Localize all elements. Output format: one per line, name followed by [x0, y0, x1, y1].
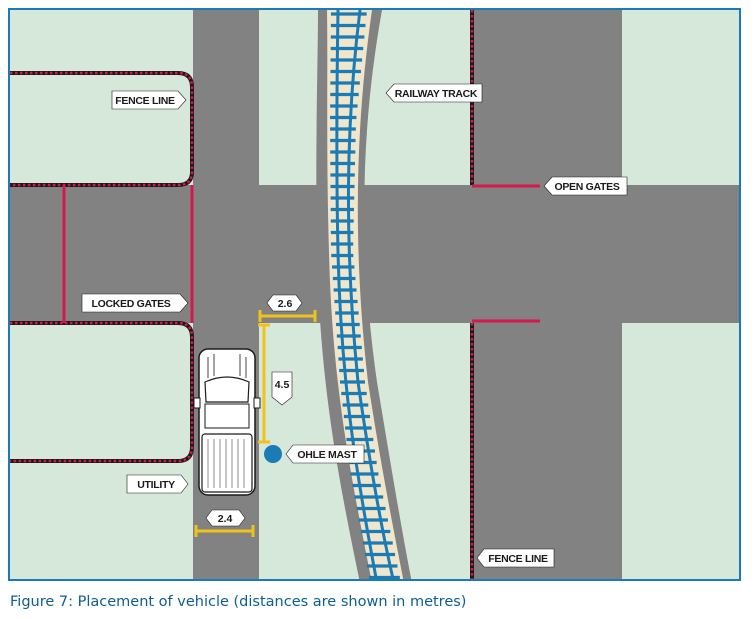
dimension-value: 2.6 [278, 298, 293, 310]
dimension-tag-2-4: 2.4 [205, 509, 246, 527]
label-text: LOCKED GATES [91, 298, 170, 310]
label-railway-track: RAILWAY TRACK [385, 83, 483, 103]
dimension-value: 4.5 [275, 379, 290, 391]
figure-caption: Figure 7: Placement of vehicle (distance… [10, 594, 467, 610]
rail-left [335, 10, 378, 579]
fence-bottom-left [10, 321, 194, 463]
dimension-tag-4-5: 4.5 [271, 371, 293, 406]
utility-vehicle [193, 348, 261, 496]
label-locked-gates: LOCKED GATES [81, 293, 189, 313]
dimension-tag-2-6: 2.6 [266, 294, 303, 312]
dimension-4-5 [258, 323, 270, 444]
dimension-2-4 [194, 525, 255, 537]
dimension-2-6 [258, 310, 317, 322]
shoulder-strip [259, 10, 316, 185]
label-text: RAILWAY TRACK [395, 88, 478, 100]
fence-top-left [10, 71, 194, 187]
label-fence-line-right: FENCE LINE [476, 548, 555, 568]
label-text: OPEN GATES [554, 181, 619, 193]
label-text: UTILITY [137, 479, 175, 491]
label-fence-line-left: FENCE LINE [111, 90, 187, 110]
dimension-value: 2.4 [218, 513, 233, 525]
vertical-road-right [472, 10, 622, 579]
railway-corridor [316, 10, 412, 579]
label-text: FENCE LINE [488, 553, 548, 565]
label-open-gates: OPEN GATES [543, 176, 628, 196]
label-utility: UTILITY [126, 474, 189, 494]
ohle-mast [264, 445, 282, 463]
label-ohle-mast: OHLE MAST [285, 444, 365, 464]
label-text: FENCE LINE [115, 95, 175, 107]
label-text: OHLE MAST [297, 449, 357, 461]
rail-right [346, 10, 395, 579]
site-diagram: 2.6 4.5 2.4 FENCE LINE RAILWAY TRACK OPE… [8, 8, 741, 581]
